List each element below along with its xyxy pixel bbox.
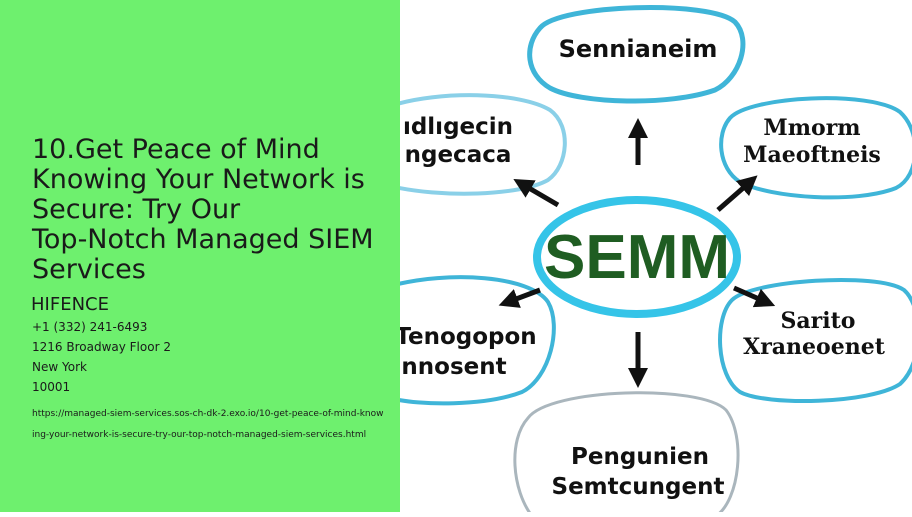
node-top-shape [527,5,746,104]
node-right-upper-label: Mmorm [763,115,860,141]
node-bottom-label: Pengunien [571,444,709,470]
arrow-down-left [498,287,541,308]
arrow-up-left [513,178,560,208]
node-left-upper-label: ngecaca [405,142,512,168]
company-zip: 10001 [32,380,71,394]
center-node-shape [533,196,741,318]
title-line: Top-Notch Managed SIEM [32,224,374,255]
node-left-upper-shape [388,93,567,196]
node-bottom-label: Semtcungent [552,474,725,500]
node-right-lower-label: Sarito [781,308,856,334]
title-line: 10.Get Peace of Mind [32,134,320,165]
center-node-label: SEMM [544,223,730,292]
node-right-upper-label: Maeoftneis [743,142,881,168]
page-title: 10.Get Peace of Mind Knowing Your Networ… [32,135,400,285]
page-url-link[interactable]: https://managed-siem-services.sos-ch-dk-… [32,409,384,440]
node-left-lower-label: Tenogopon [400,324,537,350]
title-line: Secure: Try Our [32,194,241,225]
node-left-lower-label: nnosent [401,354,506,380]
node-bottom-shape [513,391,740,517]
company-address: 1216 Broadway Floor 2 [32,340,171,354]
arrow-down-right [732,285,776,308]
mind-map-diagram: Sennianeim ıdlıgecin ngecaca Mmorm Maeof… [388,0,912,517]
article-panel: 10.Get Peace of Mind Knowing Your Networ… [0,0,400,512]
node-left-lower-shape [388,275,556,406]
node-right-upper-shape [719,96,912,200]
company-name: HIFENCE [31,294,109,315]
company-city: New York [32,360,87,374]
node-left-upper-label: ıdlıgecin [403,114,513,140]
title-line: Knowing Your Network is [32,164,365,195]
title-line: Services [32,254,146,285]
company-phone[interactable]: +1 (332) 241-6493 [32,320,148,334]
mind-map-image: Sennianeim ıdlıgecin ngecaca Mmorm Maeof… [388,0,912,517]
node-right-lower-label: Xraneoenet [743,334,886,360]
node-top-label: Sennianeim [559,35,718,63]
arrow-up-right [716,175,758,212]
node-right-lower-shape [718,278,912,404]
